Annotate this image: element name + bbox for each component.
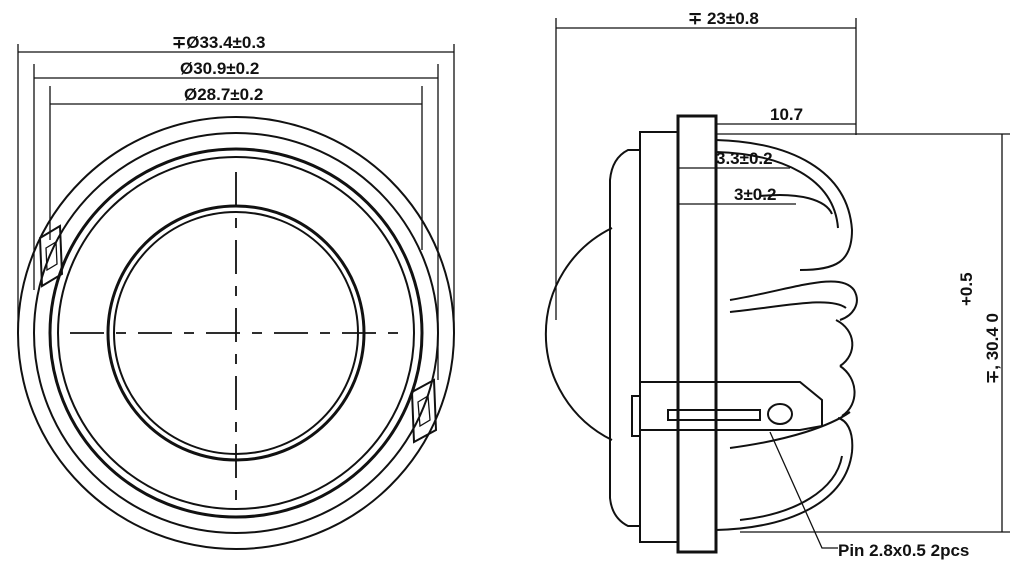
dim-height-tol-label: +0.5 xyxy=(957,272,976,306)
pin-leader-line xyxy=(769,431,838,549)
dim-outer-label: ∓Ø33.4±0.3 xyxy=(172,33,266,52)
flange-inner-ring xyxy=(57,156,415,510)
rear-clip-upper xyxy=(715,139,854,271)
dim-middle-label: Ø30.9±0.2 xyxy=(180,59,259,78)
flange-plate xyxy=(676,114,718,554)
dim-height-label: ∓, 30.4 0 xyxy=(983,313,1002,384)
rear-clip-mid2 xyxy=(729,301,847,313)
dim-107-label: 10.7 xyxy=(770,105,803,124)
housing-body xyxy=(639,131,679,543)
rear-clip-bottom-inner xyxy=(739,455,843,521)
terminal-tab-left xyxy=(38,224,64,288)
pin-note-label: Pin 2.8x0.5 2pcs xyxy=(838,541,969,560)
dim-33-label: 3.3±0.2 xyxy=(716,149,773,168)
rear-clip-upper-inner xyxy=(715,151,839,229)
dome-profile xyxy=(544,227,613,441)
terminal-tab-right xyxy=(410,378,438,444)
front-housing xyxy=(609,149,641,527)
rear-clip-bottom xyxy=(715,417,854,531)
dim-depth-label: ∓ 23±0.8 xyxy=(688,9,759,28)
rear-clip-lobe2 xyxy=(839,365,856,417)
rear-clip-lower xyxy=(729,411,851,449)
rear-clip-lobe xyxy=(835,319,854,367)
pin-hole xyxy=(767,403,793,425)
dim-inner-label: Ø28.7±0.2 xyxy=(184,85,263,104)
front-view: ∓Ø33.4±0.3 Ø30.9±0.2 Ø28.7±0.2 xyxy=(17,33,455,550)
flange-ring xyxy=(48,147,424,519)
dim-3-label: 3±0.2 xyxy=(734,185,776,204)
side-view: ∓ 23±0.8 10.7 3.3±0.2 3±0.2 +0.5 ∓, 30.4… xyxy=(544,9,1010,560)
terminal-pin xyxy=(631,381,823,437)
rear-clip-mid xyxy=(729,280,858,321)
rear-clip-top-wire xyxy=(759,193,833,215)
